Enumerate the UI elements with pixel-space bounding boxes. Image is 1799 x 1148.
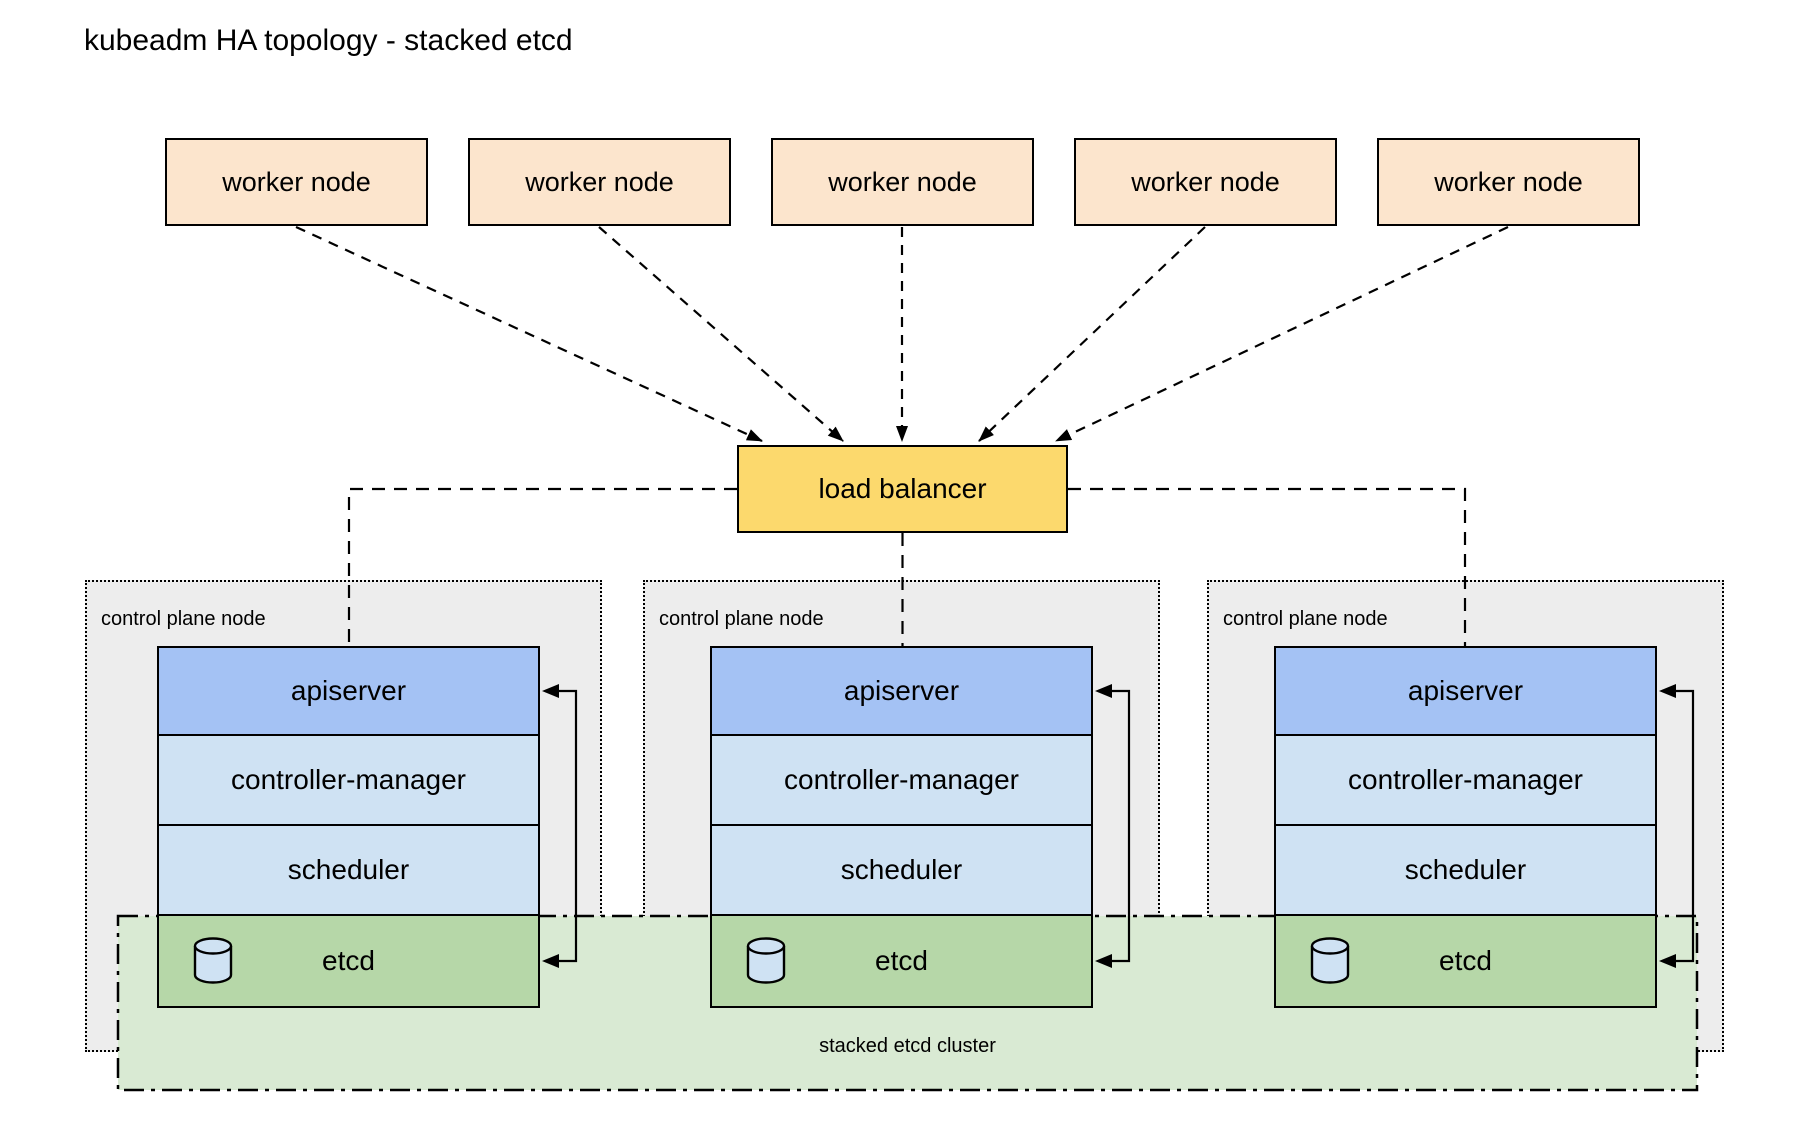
stacked-etcd-cluster-label: stacked etcd cluster: [819, 1035, 996, 1057]
controller-manager-label: controller-manager: [231, 764, 466, 795]
scheduler-label: scheduler: [287, 854, 410, 885]
controller-manager-label: controller-manager: [784, 764, 1019, 795]
apiserver-box: apiserver: [712, 648, 1091, 736]
etcd-box: etcd: [712, 916, 1091, 1006]
worker-node-5: worker node: [1377, 138, 1640, 226]
apiserver-box: apiserver: [1276, 648, 1655, 736]
etcd-label: etcd: [875, 945, 928, 976]
worker-node-label: worker node: [828, 166, 977, 197]
scheduler-box: scheduler: [712, 826, 1091, 916]
apiserver-label: apiserver: [843, 675, 960, 706]
etcd-box: etcd: [159, 916, 538, 1006]
etcd-label: etcd: [322, 945, 375, 976]
scheduler-box: scheduler: [1276, 826, 1655, 916]
load-balancer-label: load balancer: [818, 473, 987, 504]
apiserver-label: apiserver: [290, 675, 407, 706]
control-plane-stack-3: apiserver controller-manager scheduler e…: [1274, 646, 1657, 1008]
control-plane-node-label: control plane node: [101, 608, 266, 630]
scheduler-label: scheduler: [840, 854, 963, 885]
controller-manager-box: controller-manager: [1276, 736, 1655, 826]
etcd-box: etcd: [1276, 916, 1655, 1006]
scheduler-label: scheduler: [1404, 854, 1527, 885]
scheduler-box: scheduler: [159, 826, 538, 916]
worker-node-1: worker node: [165, 138, 428, 226]
apiserver-label: apiserver: [1407, 675, 1524, 706]
worker-node-label: worker node: [1434, 166, 1583, 197]
database-icon: [193, 937, 233, 984]
load-balancer-box: load balancer: [737, 445, 1068, 533]
worker-node-4: worker node: [1074, 138, 1337, 226]
control-plane-stack-2: apiserver controller-manager scheduler e…: [710, 646, 1093, 1008]
database-icon: [1310, 937, 1350, 984]
control-plane-stack-1: apiserver controller-manager scheduler e…: [157, 646, 540, 1008]
controller-manager-label: controller-manager: [1348, 764, 1583, 795]
worker-node-label: worker node: [525, 166, 674, 197]
apiserver-box: apiserver: [159, 648, 538, 736]
etcd-label: etcd: [1439, 945, 1492, 976]
controller-manager-box: controller-manager: [159, 736, 538, 826]
worker-node-2: worker node: [468, 138, 731, 226]
worker-node-label: worker node: [1131, 166, 1280, 197]
worker-node-label: worker node: [222, 166, 371, 197]
controller-manager-box: controller-manager: [712, 736, 1091, 826]
diagram-title: kubeadm HA topology - stacked etcd: [84, 24, 573, 57]
worker-node-3: worker node: [771, 138, 1034, 226]
database-icon: [746, 937, 786, 984]
